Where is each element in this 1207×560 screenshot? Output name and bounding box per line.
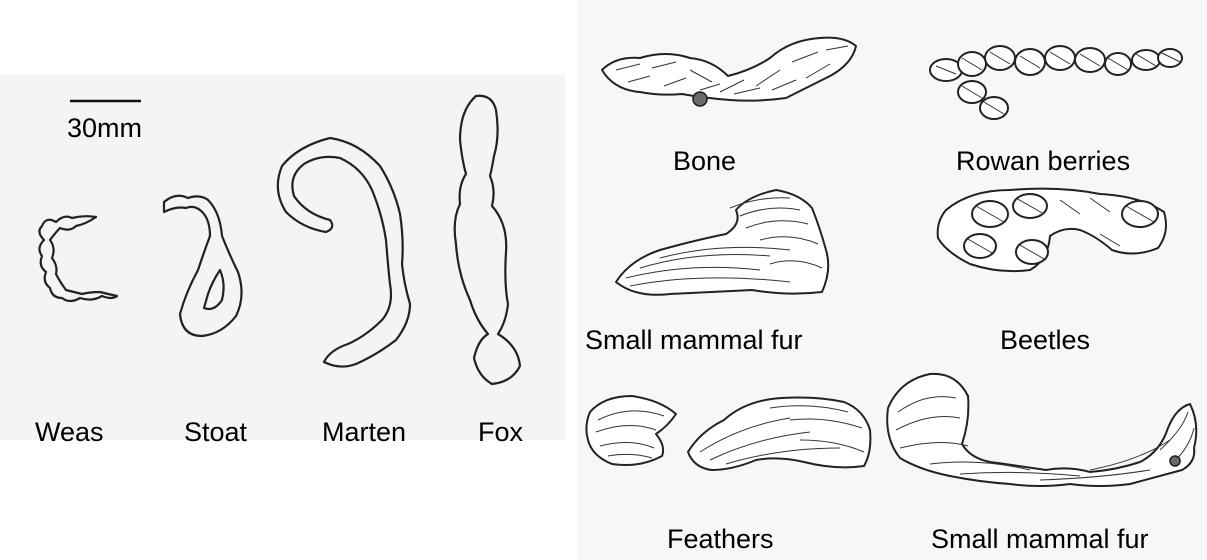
small-mammal-fur-scat-drawing-2 — [887, 374, 1196, 486]
contents-label-feathers: Feathers — [667, 524, 774, 554]
contents-label-rowan-berries: Rowan berries — [956, 146, 1130, 176]
beetles-scat-drawing — [938, 189, 1166, 271]
rowan-berries-scat-drawing — [930, 46, 1182, 119]
feathers-scat-drawing — [586, 396, 870, 470]
contents-label-bone: Bone — [673, 146, 736, 176]
contents-label-small-mammal-fur-2: Small mammal fur — [931, 524, 1149, 554]
contents-label-small-mammal-fur-1: Small mammal fur — [585, 325, 803, 355]
contents-label-beetles: Beetles — [1000, 325, 1090, 355]
bone-scat-drawing — [602, 38, 856, 106]
small-mammal-fur-scat-drawing-1 — [616, 190, 828, 295]
